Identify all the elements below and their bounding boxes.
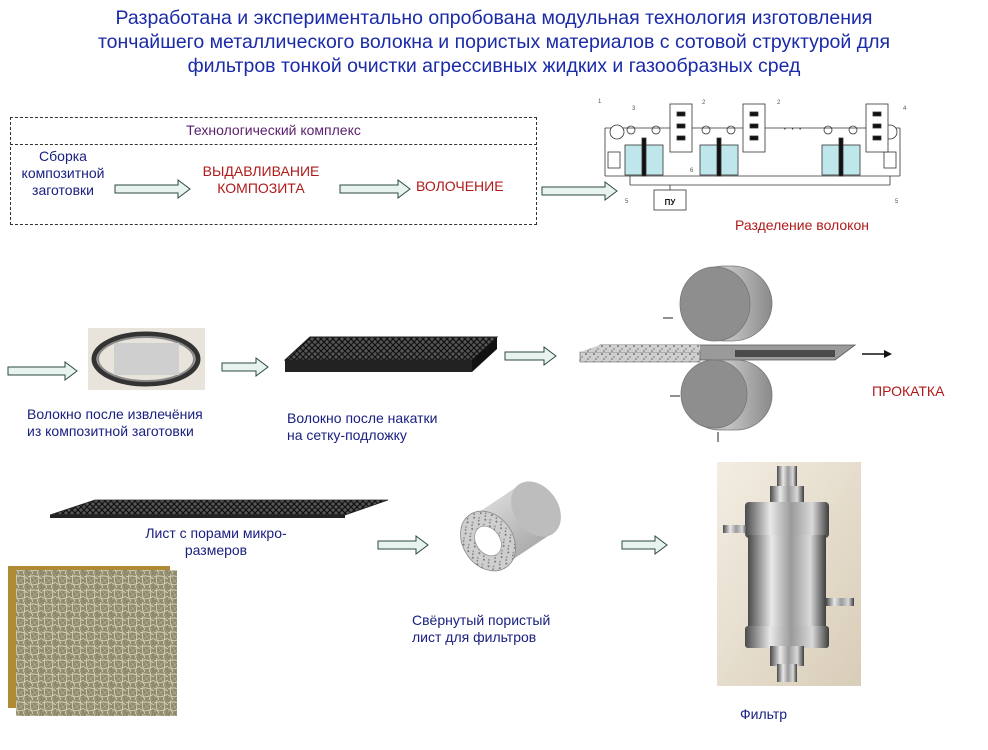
tech-complex-box <box>10 117 537 225</box>
title-line-1: Разработана и экспериментально опробован… <box>115 7 873 29</box>
caption-rolled-sheet-line-2: лист для фильтров <box>412 629 537 645</box>
step-assembly-label: Сборка композитной заготовки <box>12 148 114 199</box>
caption-sheet-line-2: размеров <box>184 542 248 558</box>
tech-complex-label: Технологический комплекс <box>186 122 361 138</box>
caption-rolled-sheet: Свёрнутый пористый лист для фильтров <box>412 612 550 646</box>
photo-filter <box>717 462 861 686</box>
schematic-number-4: 4 <box>903 106 907 112</box>
thin-porous-sheet <box>49 499 389 518</box>
step-assembly-line-2: композитной <box>21 165 105 181</box>
caption-filter: Фильтр <box>740 706 788 722</box>
caption-fiber-rolled-line-1: Волокно после накатки <box>287 410 438 426</box>
arrow-fiber-to-mesh <box>221 357 269 377</box>
arrow-complex-to-separation <box>541 181 618 201</box>
arrow-sheet-to-roll <box>377 535 429 555</box>
caption-sheet: Лист с порами микро- размеров <box>132 525 300 559</box>
schematic-numbers: 3 2 2 4 5 6 5 1 <box>598 99 907 205</box>
separation-schematic: · · · <box>604 103 901 211</box>
schematic-number-5a: 5 <box>625 199 629 205</box>
rolled-porous-cylinder <box>460 481 561 572</box>
step-assembly-line-3: заготовки <box>32 182 94 198</box>
schematic-number-6: 6 <box>690 168 694 174</box>
page-title: Разработана и экспериментально опробован… <box>20 6 968 78</box>
caption-fiber-rolled: Волокно после накатки на сетку-подложку <box>287 410 437 444</box>
caption-sheet-line-1: Лист с порами микро- <box>145 525 287 541</box>
schematic-number-2b: 2 <box>777 100 781 106</box>
caption-fiber-extracted-line-1: Волокно после извлечёния <box>27 406 203 422</box>
arrow-into-row2 <box>7 361 78 381</box>
schematic-number-1: 1 <box>598 99 602 105</box>
tech-complex-divider <box>10 144 537 145</box>
photo-fiber-extracted <box>88 328 205 390</box>
arrow-extrusion-to-drawing <box>339 179 411 199</box>
pu-label: ПУ <box>665 198 677 207</box>
separation-caption: Разделение волокон <box>735 217 869 233</box>
title-line-2: тончайшего металлического волокна и пори… <box>97 31 891 53</box>
step-extrusion-label: ВЫДАВЛИВАНИЕ КОМПОЗИТА <box>186 163 336 197</box>
step-extrusion-line-1: ВЫДАВЛИВАНИЕ <box>202 163 320 179</box>
caption-fiber-extracted: Волокно после извлечёния из композитной … <box>27 406 203 440</box>
schematic-number-2a: 2 <box>702 100 706 106</box>
photo-porous-material <box>8 566 177 716</box>
arrow-assembly-to-extrusion <box>114 179 191 199</box>
rolling-mill <box>578 265 892 442</box>
schematic-number-5b: 5 <box>895 199 899 205</box>
arrow-roll-to-filter <box>621 535 668 555</box>
caption-fiber-extracted-line-2: из композитной заготовки <box>27 423 194 439</box>
svg-text:· · ·: · · · <box>783 122 802 136</box>
title-line-3: фильтров тонкой очистки агрессивных жидк… <box>187 55 801 77</box>
step-drawing-label: ВОЛОЧЕНИЕ <box>416 178 504 194</box>
caption-rolled-sheet-line-1: Свёрнутый пористый <box>412 612 551 628</box>
caption-fiber-rolled-line-2: на сетку-подложку <box>287 427 407 443</box>
arrow-mesh-to-rolling <box>504 346 557 366</box>
step-assembly-line-1: Сборка <box>39 148 87 164</box>
mesh-sheet <box>283 336 499 372</box>
caption-rolling: ПРОКАТКА <box>872 383 945 399</box>
step-extrusion-line-2: КОМПОЗИТА <box>217 180 305 196</box>
schematic-number-3: 3 <box>632 106 636 112</box>
